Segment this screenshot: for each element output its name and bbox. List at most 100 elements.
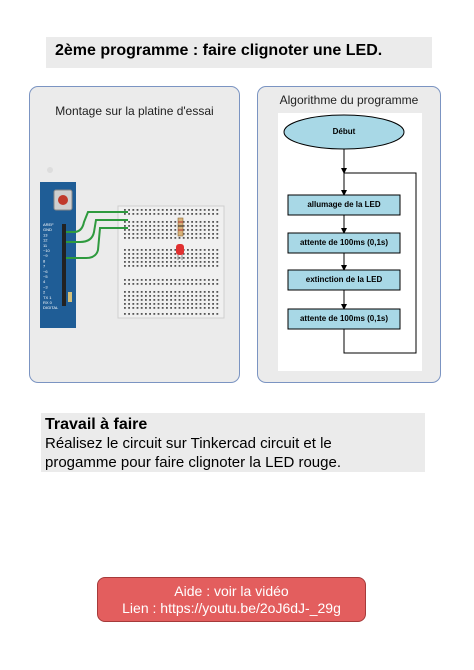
task-title: Travail à faire <box>45 416 148 433</box>
breadboard-hole <box>178 209 181 211</box>
breadboard-hole <box>199 237 202 239</box>
breadboard-hole <box>195 265 198 267</box>
breadboard-hole <box>195 257 198 259</box>
breadboard-hole <box>149 253 151 255</box>
pin-label: GND <box>43 227 52 232</box>
breadboard-hole <box>191 291 193 293</box>
breadboard-hole <box>149 237 151 239</box>
breadboard-hole <box>128 233 130 235</box>
breadboard-hole <box>136 295 139 297</box>
breadboard-hole <box>203 313 206 315</box>
breadboard-hole <box>124 221 126 223</box>
breadboard-hole <box>212 291 214 293</box>
breadboard-hole <box>178 295 181 297</box>
breadboard-hole <box>153 209 156 211</box>
video-url-link[interactable]: Lien : https://youtu.be/2oJ6dJ-_29g <box>122 600 341 616</box>
breadboard-hole <box>153 295 156 297</box>
breadboard-hole <box>149 209 151 211</box>
breadboard-hole <box>166 213 168 215</box>
breadboard-hole <box>166 265 168 267</box>
task-box: Travail à faire Réalisez le circuit sur … <box>41 413 425 472</box>
pin-label: ~3 <box>43 284 48 289</box>
pin-label: ~10 <box>43 248 51 253</box>
breadboard-hole <box>166 233 168 235</box>
breadboard-hole <box>136 291 139 293</box>
breadboard-hole <box>145 291 147 293</box>
breadboard-hole <box>145 307 147 309</box>
breadboard-hole <box>187 233 189 235</box>
breadboard-hole <box>161 221 164 223</box>
breadboard-hole <box>166 225 168 227</box>
breadboard-hole <box>124 299 126 301</box>
breadboard-hole <box>182 299 185 301</box>
breadboard-hole <box>140 265 143 267</box>
breadboard-hole <box>191 283 193 285</box>
breadboard-hole <box>128 253 130 255</box>
breadboard-hole <box>199 221 202 223</box>
breadboard-hole <box>157 265 160 267</box>
breadboard-hole <box>191 221 193 223</box>
breadboard-hole <box>153 283 156 285</box>
breadboard-hole <box>124 233 126 235</box>
breadboard-hole <box>161 225 164 227</box>
breadboard-hole <box>157 313 160 315</box>
breadboard-hole <box>153 253 156 255</box>
breadboard-hole <box>203 291 206 293</box>
breadboard-hole <box>161 249 164 251</box>
video-link-button[interactable]: Aide : voir la vidéo Lien : https://yout… <box>97 577 366 622</box>
breadboard-hole <box>191 257 193 259</box>
breadboard-hole <box>212 299 214 301</box>
breadboard-hole <box>199 225 202 227</box>
breadboard-hole <box>161 209 164 211</box>
breadboard-hole <box>182 221 185 223</box>
flow-step-label: extinction de la LED <box>305 275 383 284</box>
breadboard-hole <box>166 295 168 297</box>
breadboard-hole <box>203 307 206 309</box>
breadboard-hole <box>136 265 139 267</box>
breadboard-hole <box>149 225 151 227</box>
breadboard-hole <box>174 233 177 235</box>
breadboard-hole <box>166 279 168 281</box>
breadboard-hole <box>195 291 198 293</box>
breadboard-hole <box>195 237 198 239</box>
breadboard-hole <box>208 225 210 227</box>
breadboard-hole <box>187 261 189 263</box>
breadboard-hole <box>145 299 147 301</box>
breadboard-hole <box>149 249 151 251</box>
breadboard-hole <box>182 303 185 305</box>
breadboard-hole <box>132 237 135 239</box>
breadboard-hole <box>140 283 143 285</box>
breadboard-hole <box>191 237 193 239</box>
breadboard-hole <box>170 257 172 259</box>
breadboard-hole <box>208 237 210 239</box>
breadboard-hole <box>174 213 177 215</box>
breadboard-hole <box>216 253 219 255</box>
breadboard-hole <box>136 261 139 263</box>
breadboard-hole <box>187 313 189 315</box>
breadboard-hole <box>140 209 143 211</box>
breadboard-hole <box>145 261 147 263</box>
breadboard-hole <box>149 265 151 267</box>
pin-label: ~5 <box>43 274 48 279</box>
breadboard-hole <box>153 279 156 281</box>
breadboard-hole <box>124 209 126 211</box>
breadboard-hole <box>187 237 189 239</box>
breadboard-hole <box>216 283 219 285</box>
breadboard-hole <box>199 299 202 301</box>
breadboard-hole <box>199 295 202 297</box>
pin-label: ~6 <box>43 269 48 274</box>
pin-label: 4 <box>43 279 46 284</box>
breadboard-hole <box>182 279 185 281</box>
breadboard-hole <box>216 249 219 251</box>
breadboard-hole <box>216 265 219 267</box>
breadboard-hole <box>208 313 210 315</box>
breadboard-hole <box>145 213 147 215</box>
breadboard-hole <box>203 237 206 239</box>
breadboard-hole <box>153 229 156 231</box>
breadboard-hole <box>136 283 139 285</box>
breadboard-hole <box>170 291 172 293</box>
breadboard-hole <box>195 261 198 263</box>
breadboard-hole <box>203 261 206 263</box>
breadboard-hole <box>128 295 130 297</box>
